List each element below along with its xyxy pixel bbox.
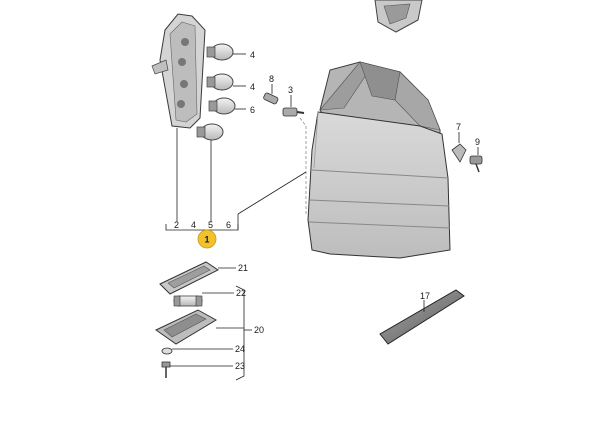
label-bracket-4: 4	[191, 220, 196, 230]
label-bracket-2: 2	[174, 220, 179, 230]
label-screw-9: 9	[475, 137, 480, 147]
label-bulb-22: 22	[236, 288, 246, 298]
tail-light-lens	[307, 111, 451, 259]
label-bulb-top: 4	[250, 50, 255, 60]
label-group-20: 20	[254, 325, 264, 335]
trim-strip-17	[379, 289, 465, 345]
clip-7	[451, 143, 467, 163]
bulb-carrier	[151, 13, 206, 129]
pin-8	[263, 92, 279, 105]
bulb-top	[206, 43, 234, 61]
label-strip-17: 17	[420, 291, 430, 301]
washer-24	[161, 347, 173, 355]
screw-23	[161, 361, 171, 378]
bulb-mid	[206, 73, 234, 91]
label-bracket-6: 6	[226, 220, 231, 230]
label-screw-3: 3	[288, 85, 293, 95]
callout-1-badge	[197, 229, 217, 249]
screw-3	[282, 107, 305, 117]
label-screw-23: 23	[235, 361, 245, 371]
gasket-21	[159, 261, 219, 295]
screw-9	[469, 155, 483, 173]
label-pin-8: 8	[269, 74, 274, 84]
label-gasket-21: 21	[238, 263, 248, 273]
label-bulb-mid: 4	[250, 82, 255, 92]
top-right-fragment	[374, 0, 423, 33]
label-washer-24: 24	[235, 344, 245, 354]
label-bracket-5: 5	[208, 220, 213, 230]
bulb-low	[208, 97, 236, 115]
callout-1-label: 1	[204, 235, 209, 245]
label-clip-7: 7	[456, 122, 461, 132]
lamp-housing-20	[155, 309, 217, 345]
label-bulb-low: 6	[250, 105, 255, 115]
bulb-22	[173, 295, 203, 307]
bulb-bottom	[196, 123, 224, 141]
